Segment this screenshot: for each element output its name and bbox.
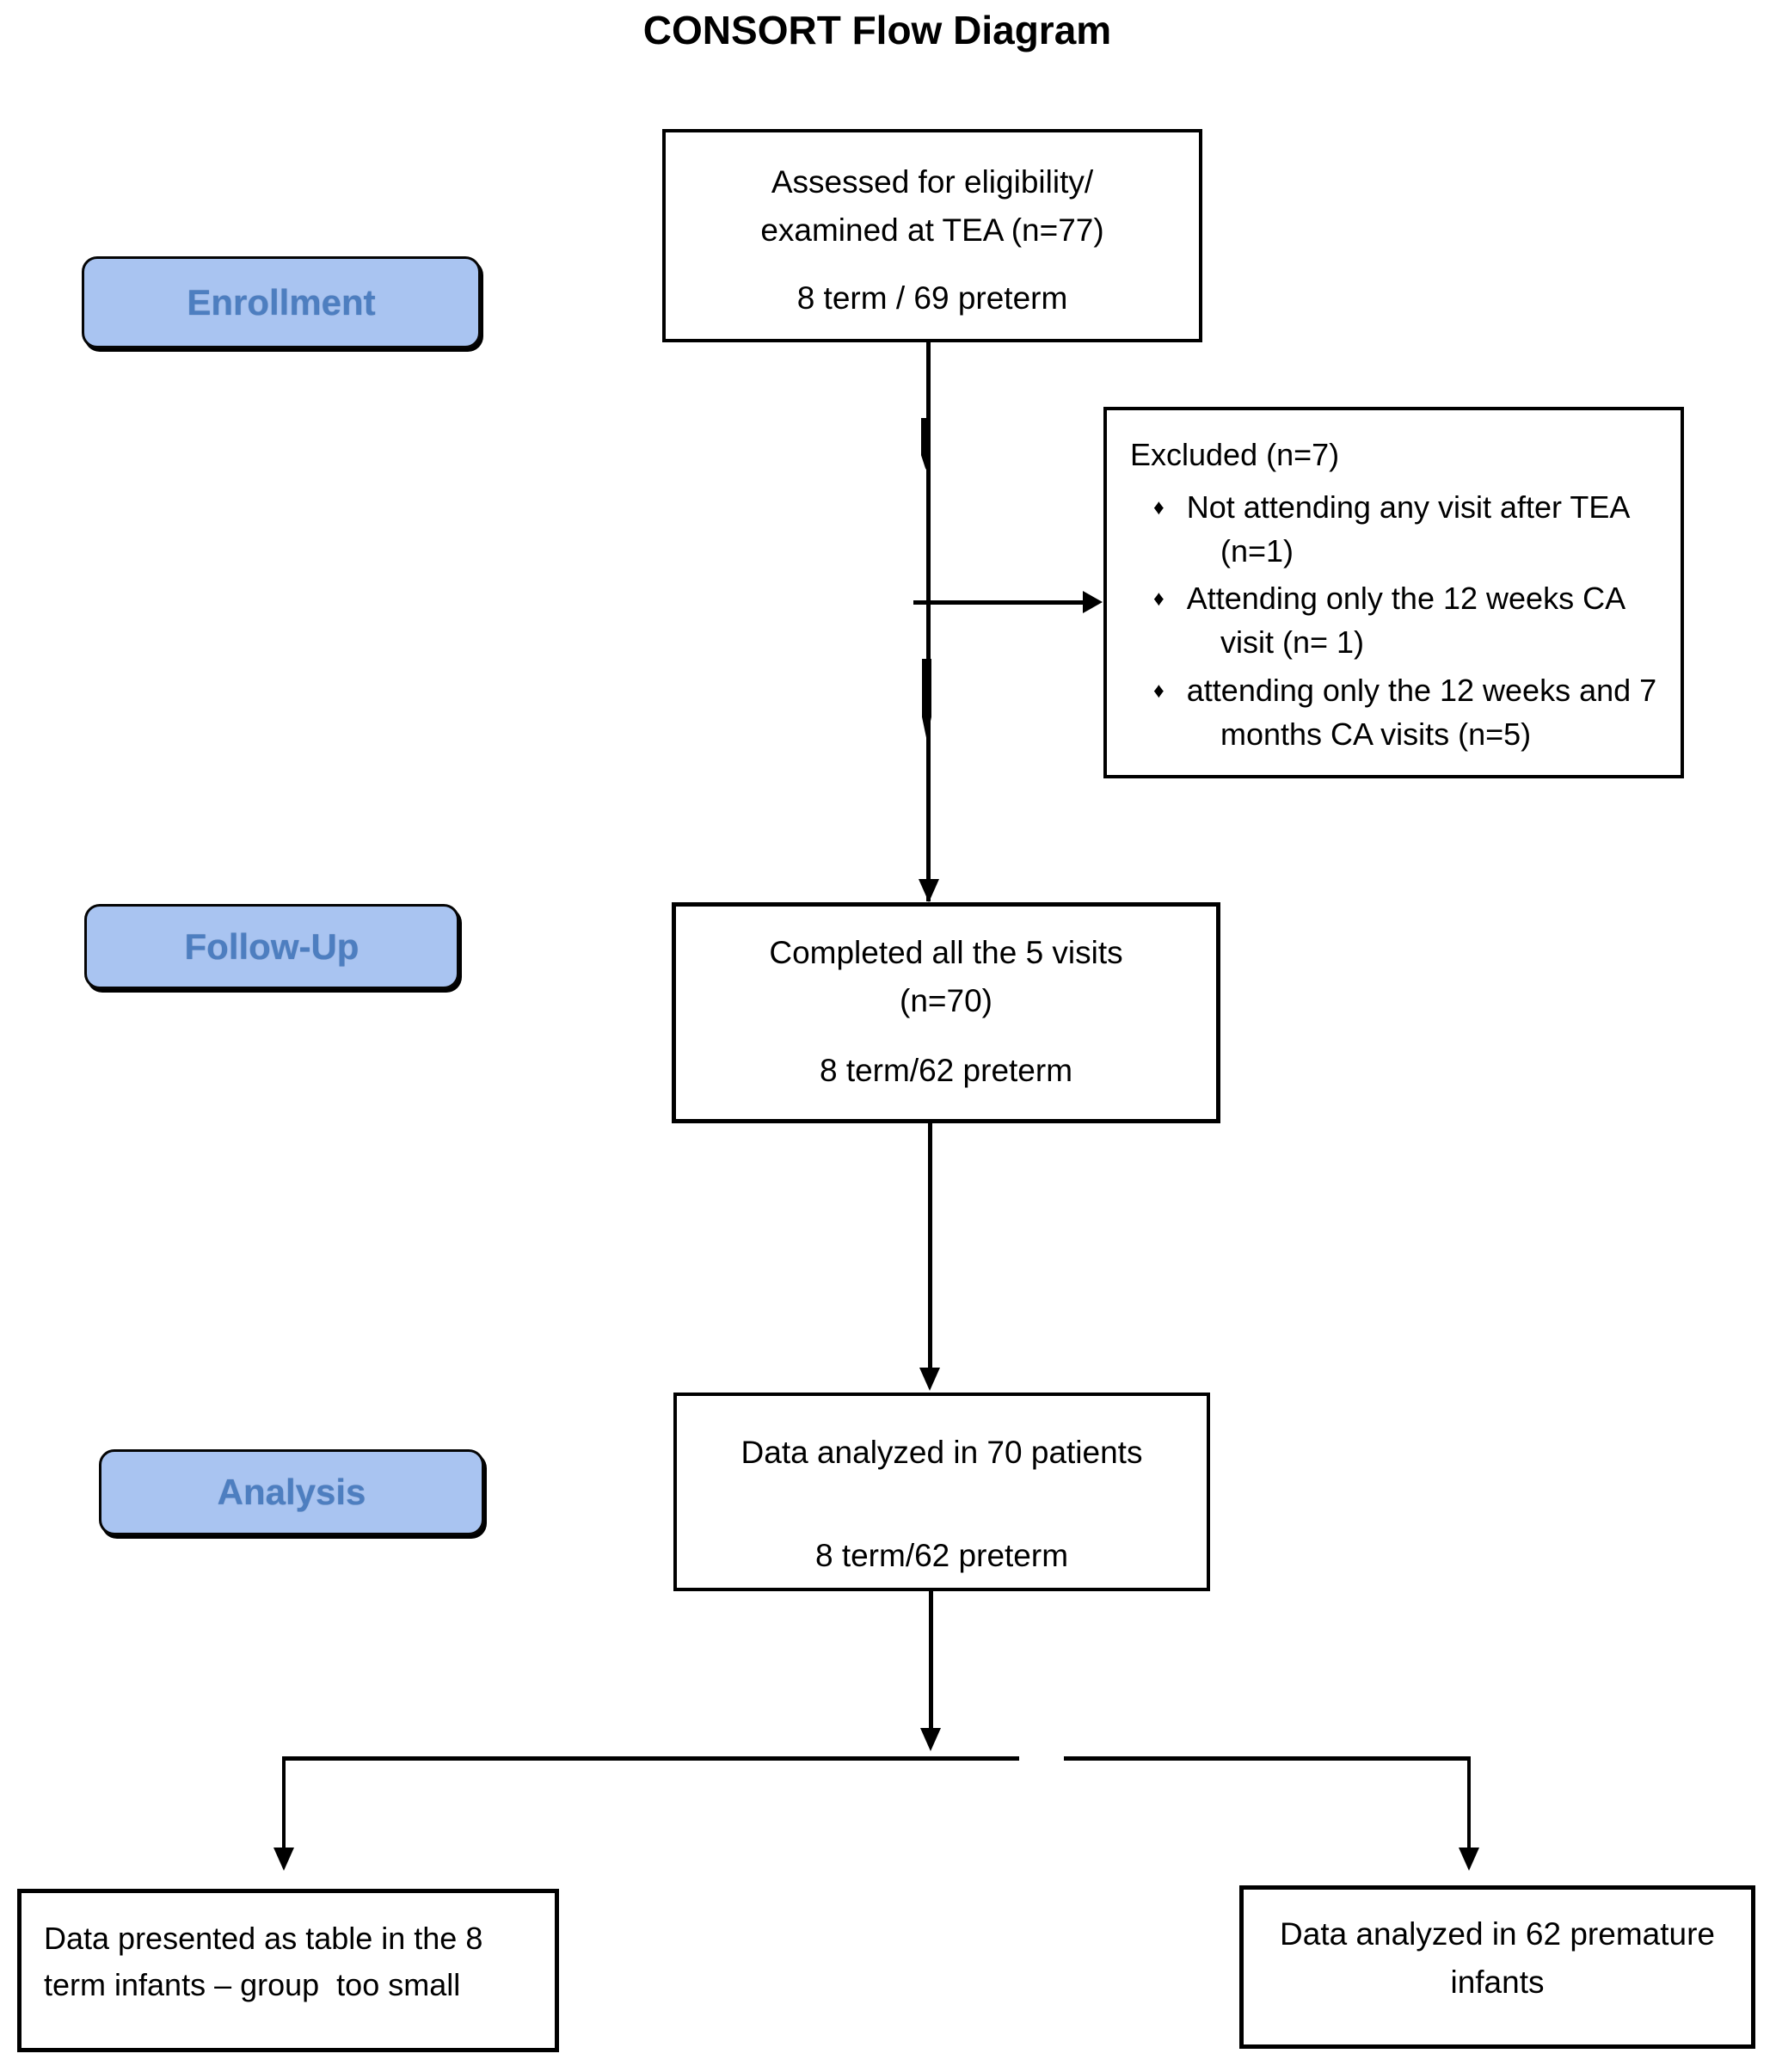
excluded-reason-list: ♦ Not attending any visit after TEA (n=1)… [1130,485,1667,756]
connector-overlap-artifact [921,418,931,470]
excluded-heading: Excluded (n=7) [1130,437,1340,472]
excluded-reason-item: ♦ Not attending any visit after TEA (n=1) [1130,485,1667,573]
arrowhead-down-completed-icon [919,879,939,902]
term-infants-box: Data presented as table in the 8 term in… [17,1889,559,2052]
diamond-bullet-icon: ♦ [1153,495,1165,520]
arrowhead-down-split-icon [920,1728,941,1751]
data-analyzed-box: Data analyzed in 70 patients 8 term/62 p… [673,1393,1210,1591]
enrollment-stage-label: Enrollment [82,256,481,348]
analyzed-main-text: Data analyzed in 70 patients [741,1435,1143,1470]
premature-infants-text: Data analyzed in 62 premature infants [1280,1916,1715,2000]
split-line-right-segment [1064,1756,1471,1761]
analysis-stage-text: Analysis [217,1472,366,1512]
diamond-bullet-icon: ♦ [1153,678,1165,703]
analyzed-subtext: 8 term/62 preterm [814,1537,1069,1573]
completed-main-text: Completed all the 5 visits (n=70) [769,935,1123,1018]
page-title: CONSORT Flow Diagram [642,8,1112,52]
connector-branch-to-excluded [913,600,1085,605]
connector-assessed-to-completed [926,342,931,901]
arrowhead-down-term-icon [273,1848,294,1871]
assessed-eligibility-box: Assessed for eligibility/ examined at TE… [662,129,1202,342]
excluded-box: Excluded (n=7) ♦ Not attending any visit … [1103,407,1684,778]
excluded-reason-item: ♦ Attending only the 12 weeks CA visit (n… [1130,576,1667,664]
followup-stage-label: Follow-Up [84,904,459,989]
analysis-stage-label: Analysis [99,1449,484,1535]
term-infants-text: Data presented as table in the 8 term in… [44,1921,483,2002]
completed-subtext: 8 term/62 preterm [819,1053,1073,1088]
excluded-reason-text: Attending only the 12 weeks CA visit (n=… [1186,581,1626,661]
assessed-subtext: 8 term / 69 preterm [796,280,1068,316]
completed-visits-box: Completed all the 5 visits (n=70) 8 term… [672,902,1220,1123]
arrowhead-down-analyzed-icon [919,1368,940,1391]
connector-overlap-artifact [922,659,931,740]
connector-analyzed-to-split [929,1591,933,1731]
excluded-reason-item: ♦ attending only the 12 weeks and 7 month… [1130,668,1667,756]
enrollment-stage-text: Enrollment [187,281,376,323]
split-line-left-segment [282,1756,1019,1761]
connector-split-to-term-box [282,1756,286,1853]
arrowhead-right-excluded-icon [1083,591,1103,613]
excluded-reason-text: attending only the 12 weeks and 7 months… [1186,672,1657,752]
assessed-main-text: Assessed for eligibility/ examined at TE… [760,164,1104,248]
connector-split-to-premature-box [1467,1756,1471,1853]
excluded-reason-text: Not attending any visit after TEA (n=1) [1186,489,1631,569]
followup-stage-text: Follow-Up [184,925,360,967]
diamond-bullet-icon: ♦ [1153,587,1165,612]
arrowhead-down-premature-icon [1459,1848,1479,1871]
connector-completed-to-analyzed [928,1123,932,1374]
premature-infants-box: Data analyzed in 62 premature infants [1239,1885,1755,2049]
